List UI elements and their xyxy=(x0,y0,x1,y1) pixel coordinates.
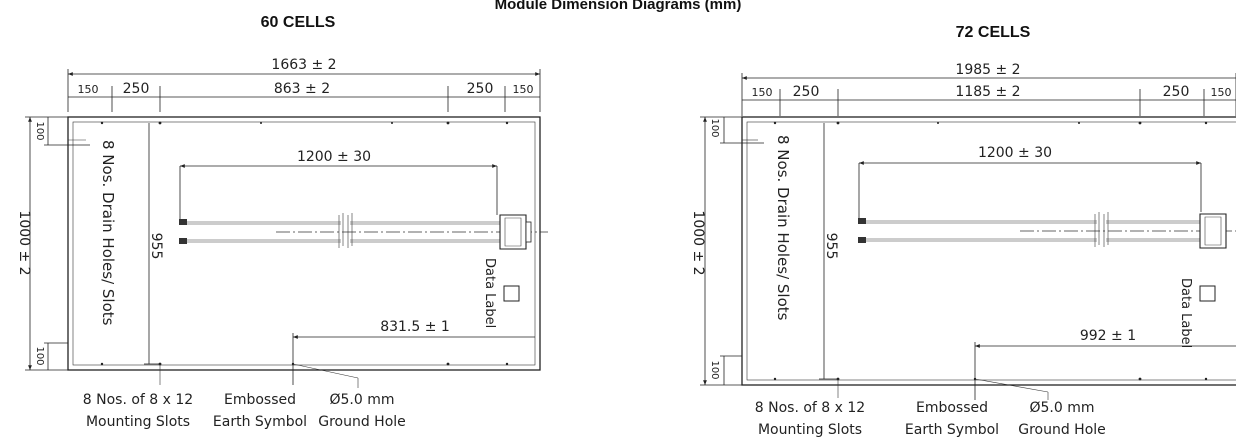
edge-left-label: 150 xyxy=(78,83,99,96)
embossed-line1: Embossed xyxy=(224,392,296,408)
edge-left-label: 150 xyxy=(752,86,773,99)
bottom-margin-label: 100 xyxy=(709,360,720,379)
offset-left-label: 250 xyxy=(123,81,150,97)
cable-assembly xyxy=(858,212,1236,247)
ground-hole-line2: Ground Hole xyxy=(1018,422,1106,437)
embossed-line1: Embossed xyxy=(916,400,988,416)
edge-right-label: 150 xyxy=(1211,86,1232,99)
embossed-line2: Earth Symbol xyxy=(213,414,307,430)
offset-right-label: 250 xyxy=(1163,84,1190,100)
data-label-box xyxy=(503,285,520,302)
cable-length-label: 1200 ± 30 xyxy=(297,149,371,165)
drain-holes-label: 8 Nos. Drain Holes/ Slots xyxy=(99,140,117,326)
module-frame-outer xyxy=(67,116,541,371)
offset-right-label: 250 xyxy=(467,81,494,97)
junction-box xyxy=(499,214,527,250)
cable-assembly xyxy=(179,213,548,248)
edge-right-label: 150 xyxy=(513,83,534,96)
panel-60-cells: 60 CELLS 1663 ± 2 150 250 863 ± 2 250 15… xyxy=(16,14,548,430)
ground-hole-line1: Ø5.0 mm xyxy=(329,392,394,408)
top-margin-label: 100 xyxy=(34,121,45,140)
panel-72-heading: 72 CELLS xyxy=(956,24,1031,41)
center-span-label: 863 ± 2 xyxy=(274,81,330,97)
data-label-text: Data Label xyxy=(1178,278,1193,348)
height-label: 1000 ± 2 xyxy=(16,210,32,275)
embossed-line2: Earth Symbol xyxy=(905,422,999,437)
mounting-slots-line2: Mounting Slots xyxy=(86,414,190,430)
mounting-slots-line2: Mounting Slots xyxy=(758,422,862,437)
module-frame-outer xyxy=(741,116,1236,386)
ground-hole-line2: Ground Hole xyxy=(318,414,406,430)
overall-width-label: 1985 ± 2 xyxy=(955,62,1020,78)
inner-height-label: 955 xyxy=(823,233,839,260)
data-label-text: Data Label xyxy=(482,258,497,328)
overall-width-label: 1663 ± 2 xyxy=(271,57,336,73)
mounting-slots-line1: 8 Nos. of 8 x 12 xyxy=(755,400,865,416)
mounting-slots-line1: 8 Nos. of 8 x 12 xyxy=(83,392,193,408)
ground-distance-label: 992 ± 1 xyxy=(1080,328,1136,344)
main-title: Module Dimension Diagrams (mm) xyxy=(495,0,742,13)
module-frame-inner xyxy=(72,121,536,366)
junction-box xyxy=(1199,213,1227,249)
ground-hole-line1: Ø5.0 mm xyxy=(1029,400,1094,416)
top-margin-label: 100 xyxy=(709,118,720,137)
ground-distance-label: 831.5 ± 1 xyxy=(380,319,450,335)
drain-holes-label: 8 Nos. Drain Holes/ Slots xyxy=(774,135,792,321)
bottom-margin-label: 100 xyxy=(34,346,45,365)
offset-left-label: 250 xyxy=(793,84,820,100)
height-label: 1000 ± 2 xyxy=(690,210,706,275)
module-frame-inner xyxy=(746,121,1236,381)
panel-60-heading: 60 CELLS xyxy=(261,14,336,31)
inner-height-label: 955 xyxy=(148,233,164,260)
center-span-label: 1185 ± 2 xyxy=(955,84,1020,100)
data-label-box xyxy=(1199,285,1216,302)
cable-length-label: 1200 ± 30 xyxy=(978,145,1052,161)
panel-72-cells: 72 CELLS 1985 ± 2 150 250 1185 ± 2 250 1… xyxy=(690,24,1236,437)
